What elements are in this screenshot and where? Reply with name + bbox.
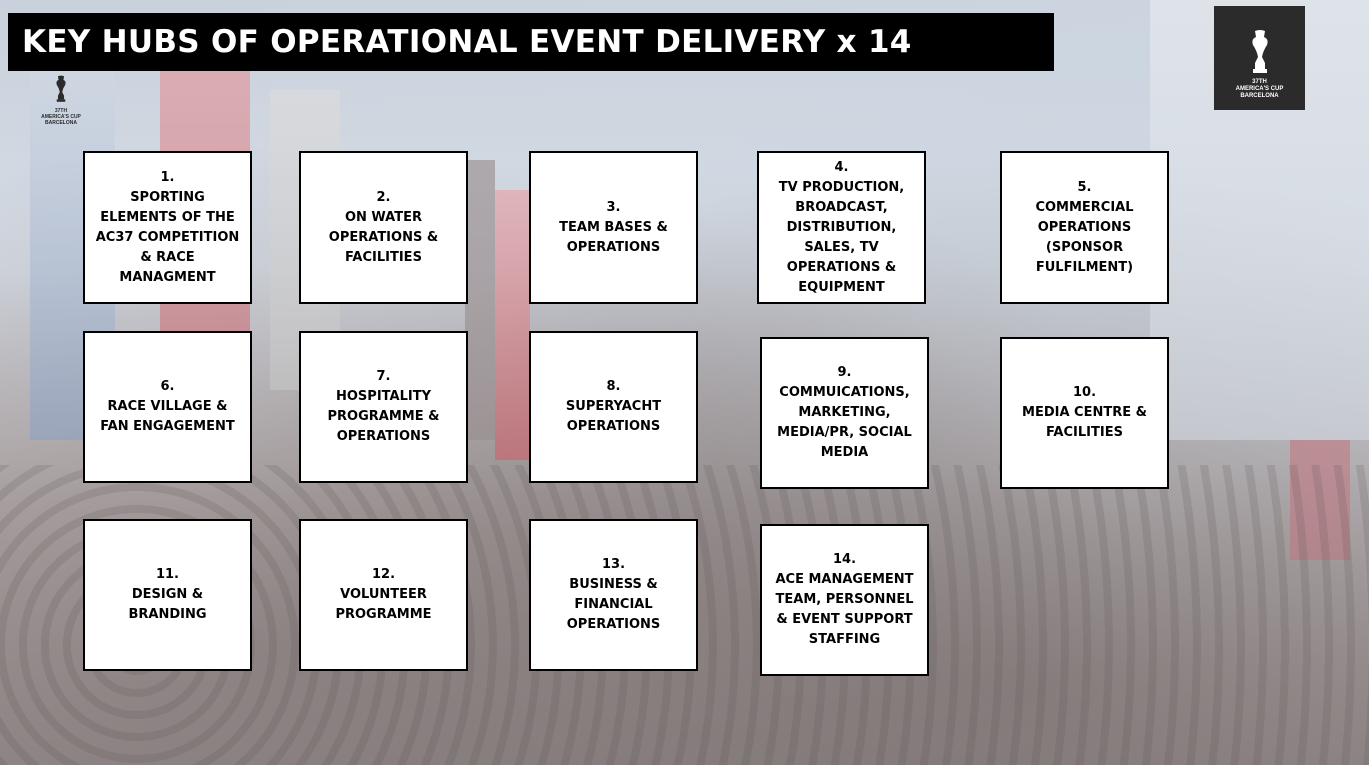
- hub-label: 13. BUSINESS & FINANCIAL OPERATIONS: [566, 557, 661, 632]
- logo-text: 37TH AMERICA'S CUP BARCELONA: [1235, 79, 1284, 99]
- hub-label: 12. VOLUNTEER PROGRAMME: [335, 567, 432, 622]
- hub-label: 2. ON WATER OPERATIONS & FACILITIES: [328, 189, 439, 265]
- slide-title-bar: KEY HUBS OF OPERATIONAL EVENT DELIVERY x…: [8, 13, 1054, 71]
- logo-text-small: 37TH AMERICA'S CUP BARCELONA: [41, 108, 81, 126]
- hub-label: 4. TV PRODUCTION, BROADCAST, DISTRIBUTIO…: [778, 159, 905, 295]
- hub-label: 5. COMMERCIAL OPERATIONS (SPONSOR FULFIL…: [1035, 179, 1134, 275]
- hub-label: 8. SUPERYACHT OPERATIONS: [565, 379, 662, 434]
- hub-card-11: 11. DESIGN & BRANDING: [83, 519, 252, 671]
- hub-label: 3. TEAM BASES & OPERATIONS: [559, 199, 668, 255]
- hub-label: 7. HOSPITALITY PROGRAMME & OPERATIONS: [327, 369, 440, 444]
- background-banner: [495, 190, 530, 460]
- hub-label: 11. DESIGN & BRANDING: [128, 567, 207, 622]
- americas-cup-logo-small: 37TH AMERICA'S CUP BARCELONA: [30, 75, 92, 126]
- hub-card-6: 6. RACE VILLAGE & FAN ENGAGEMENT: [83, 331, 252, 483]
- hub-card-3: 3. TEAM BASES & OPERATIONS: [529, 151, 698, 304]
- hub-card-1: 1. SPORTING ELEMENTS OF THE AC37 COMPETI…: [83, 151, 252, 304]
- hub-card-7: 7. HOSPITALITY PROGRAMME & OPERATIONS: [299, 331, 468, 483]
- hub-card-8: 8. SUPERYACHT OPERATIONS: [529, 331, 698, 483]
- hub-card-4: 4. TV PRODUCTION, BROADCAST, DISTRIBUTIO…: [757, 151, 926, 304]
- hub-card-12: 12. VOLUNTEER PROGRAMME: [299, 519, 468, 671]
- hub-card-9: 9. COMMUICATIONS, MARKETING, MEDIA/PR, S…: [760, 337, 929, 489]
- hub-label: 1. SPORTING ELEMENTS OF THE AC37 COMPETI…: [95, 169, 240, 285]
- hub-card-10: 10. MEDIA CENTRE & FACILITIES: [1000, 337, 1169, 489]
- hub-label: 6. RACE VILLAGE & FAN ENGAGEMENT: [100, 379, 235, 434]
- hub-label: 14. ACE MANAGEMENT TEAM, PERSONNEL & EVE…: [775, 552, 914, 647]
- background-banner: [1290, 440, 1350, 560]
- hub-card-13: 13. BUSINESS & FINANCIAL OPERATIONS: [529, 519, 698, 671]
- americas-cup-logo: 37TH AMERICA'S CUP BARCELONA: [1214, 6, 1305, 110]
- hub-card-14: 14. ACE MANAGEMENT TEAM, PERSONNEL & EVE…: [760, 524, 929, 676]
- hub-label: 9. COMMUICATIONS, MARKETING, MEDIA/PR, S…: [777, 365, 912, 460]
- hub-card-2: 2. ON WATER OPERATIONS & FACILITIES: [299, 151, 468, 304]
- hub-card-5: 5. COMMERCIAL OPERATIONS (SPONSOR FULFIL…: [1000, 151, 1169, 304]
- hub-label: 10. MEDIA CENTRE & FACILITIES: [1022, 385, 1147, 440]
- americas-cup-trophy-icon: [1251, 30, 1268, 73]
- slide-title: KEY HUBS OF OPERATIONAL EVENT DELIVERY x…: [22, 24, 912, 60]
- americas-cup-trophy-icon: [56, 75, 66, 102]
- background-banner: [465, 160, 495, 440]
